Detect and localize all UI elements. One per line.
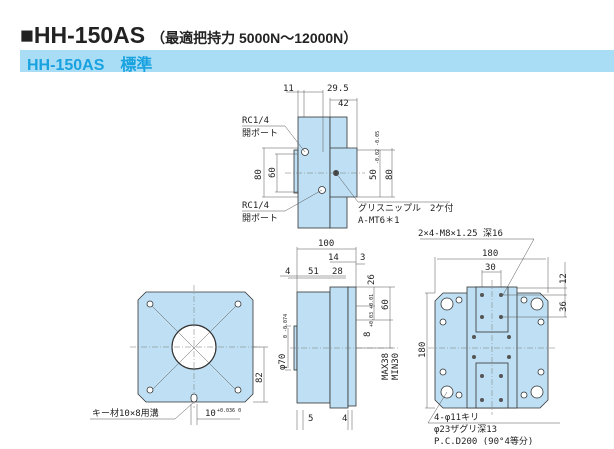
dim-180-width: 180 [482,249,498,259]
dim-42: 42 [338,99,349,109]
stroke-max: MAX38 [381,353,391,380]
dim-80-left: 80 [254,169,264,180]
dim-50: 50 [369,169,379,180]
dim-10: 10 [205,409,216,419]
grip-force-subtitle: （最適把持力 5000N〜12000N） [151,30,358,46]
dim-8: 8 [363,332,373,337]
dim-4-bottom: 4 [342,414,347,424]
port-top-desc: 開ポート [242,128,278,139]
dim-12: 12 [559,273,569,284]
thread-spec: 2×4-M8×1.25 深16 [418,228,503,239]
dim-11: 11 [283,84,294,94]
dim-4-top: 4 [285,267,290,277]
front-view: 82 キー材10×8用溝 10 +0.036 0 [90,285,268,425]
dim-82: 82 [255,372,265,383]
grease-nipple-label: グリスニップル 2ケ付 [358,202,453,214]
dim-3: 3 [360,253,365,263]
pcd-spec: P.C.D200 (90°4等分) [434,435,533,447]
side-view: 100 14 3 4 51 28 26 60 8 +0.03 +0.01 φ70… [278,239,401,430]
tol-10: +0.036 0 [217,408,241,414]
grease-nipple-spec: A-MT6＊1 [358,216,400,226]
hole-spec: 4-φ11キリ [434,413,479,423]
dim-51: 51 [308,267,319,277]
right-view: 180 30 12 36 180 2×4-M8×1.25 深16 4-φ11キリ… [418,228,569,447]
dim-60-side: 60 [381,299,391,310]
dim-5: 5 [308,414,313,424]
port-bottom-desc: 開ポート [242,213,278,224]
port-bottom-label: RC1/4 [242,201,269,211]
dim-dia-70: φ70 [278,354,288,370]
dim-100: 100 [318,239,334,249]
section-bar: HH-150AS 標準 [20,50,614,74]
section-label: HH-150AS 標準 [27,57,153,74]
stroke-min: MIN30 [391,353,401,380]
dim-60: 60 [268,167,278,178]
counterbore-spec: φ23ザグリ深13 [434,423,497,435]
dim-180-height: 180 [418,342,428,358]
model-title: ■HH-150AS [20,22,146,48]
page-title: ■HH-150AS （最適把持力 5000N〜12000N） [20,22,357,49]
dim-30: 30 [485,263,496,273]
dim-80-right: 80 [385,169,395,180]
top-view: 11 29.5 42 80 60 50 -0.02 -0.05 80 RC1/4… [242,84,453,229]
dim-14: 14 [328,253,339,263]
dim-28: 28 [332,267,343,277]
tol-dia-70: 0 -0.074 [283,314,289,338]
dim-26: 26 [367,274,377,285]
dim-29-5: 29.5 [327,84,349,94]
tol-50: -0.02 -0.05 [375,131,381,164]
key-slot [190,393,198,403]
port-top-label: RC1/4 [242,116,269,126]
key-slot-label: キー材10×8用溝 [92,407,159,419]
dim-36: 36 [559,301,569,312]
tol-8: +0.03 +0.01 [369,294,375,327]
